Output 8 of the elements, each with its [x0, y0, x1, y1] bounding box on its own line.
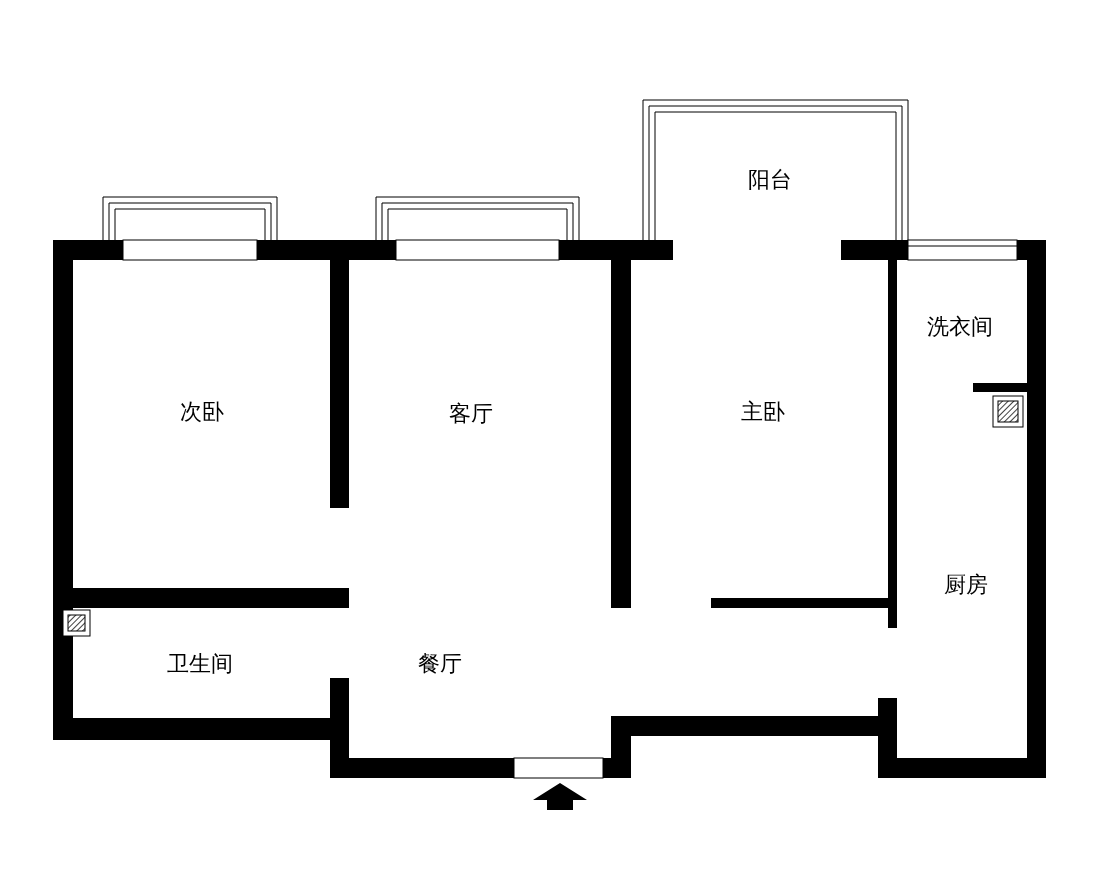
room-label: 厨房: [944, 571, 988, 599]
room-label: 客厅: [449, 400, 493, 428]
room-label: 洗衣间: [927, 313, 993, 341]
room-label: 次卧: [180, 398, 224, 426]
room-label: 餐厅: [418, 650, 462, 678]
room-label: 主卧: [741, 398, 785, 426]
room-label: 卫生间: [167, 650, 233, 678]
room-label: 阳台: [748, 166, 792, 194]
